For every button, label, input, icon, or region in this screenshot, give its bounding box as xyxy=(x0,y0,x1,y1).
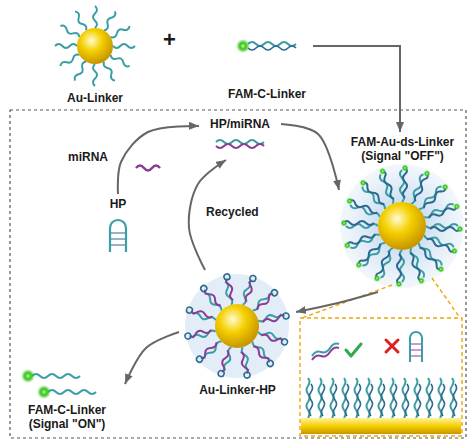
plus-sign: + xyxy=(163,28,176,52)
fam-c-linker-strand xyxy=(236,39,296,53)
diagram-node: FAM-C-Linker (Signal "ON") xyxy=(9,364,125,434)
text-group: Au-Linker-HP xyxy=(182,383,293,397)
text-group: HP/miRNA xyxy=(202,117,278,131)
node-label: Au-Linker-HP xyxy=(182,383,293,397)
diagram-node: Au-Linker-HP xyxy=(179,270,296,400)
node-label: HP/miRNA xyxy=(202,117,278,131)
released-fam-strands xyxy=(21,369,96,399)
diagram-node: HP/miRNA xyxy=(199,114,281,160)
fam-au-ds-linker-particle xyxy=(340,164,464,288)
au-linker-particle xyxy=(55,6,135,86)
text-group: HP xyxy=(90,197,146,211)
diagram-node: Au-Linker xyxy=(39,2,151,108)
arrow-label: miRNA xyxy=(66,150,110,164)
zoom-leader xyxy=(302,278,460,318)
text-group: Au-Linker xyxy=(42,91,148,105)
illustration-space xyxy=(342,163,463,289)
mirna-strand xyxy=(136,166,160,171)
process-arrow xyxy=(296,292,378,312)
illustration-space xyxy=(42,5,148,91)
illustration-space xyxy=(224,21,310,87)
process-arrow xyxy=(281,124,339,190)
node-label: HP xyxy=(90,197,146,211)
hp-hairpin xyxy=(110,220,126,252)
text-group: FAM-C-Linker (Signal "ON") xyxy=(12,403,122,431)
illustration-space xyxy=(182,273,293,383)
text-group: FAM-Au-ds-Linker (Signal "OFF") xyxy=(342,135,463,163)
surface-inset xyxy=(300,318,462,436)
diagram-node: FAM-C-Linker xyxy=(221,18,313,104)
node-label: Au-Linker xyxy=(42,91,148,105)
diagram-node: FAM-Au-ds-Linker (Signal "OFF") xyxy=(339,132,466,292)
illustration-space xyxy=(90,211,146,253)
au-linker-hp-particle xyxy=(184,273,289,378)
illustration-space xyxy=(12,367,122,403)
node-label: FAM-Au-ds-Linker (Signal "OFF") xyxy=(342,135,463,163)
process-arrow xyxy=(125,332,179,384)
text-group: FAM-C-Linker xyxy=(224,87,310,101)
hp-mirna-duplex xyxy=(216,140,264,148)
process-arrow xyxy=(313,46,400,132)
process-arrow xyxy=(118,126,199,194)
arrow-label: Recycled xyxy=(204,205,261,219)
node-label: FAM-C-Linker (Signal "ON") xyxy=(12,403,122,431)
node-label: FAM-C-Linker xyxy=(224,87,310,101)
dashed-frame xyxy=(10,110,466,438)
diagram-node: HP xyxy=(87,194,149,256)
illustration-space xyxy=(202,131,278,157)
